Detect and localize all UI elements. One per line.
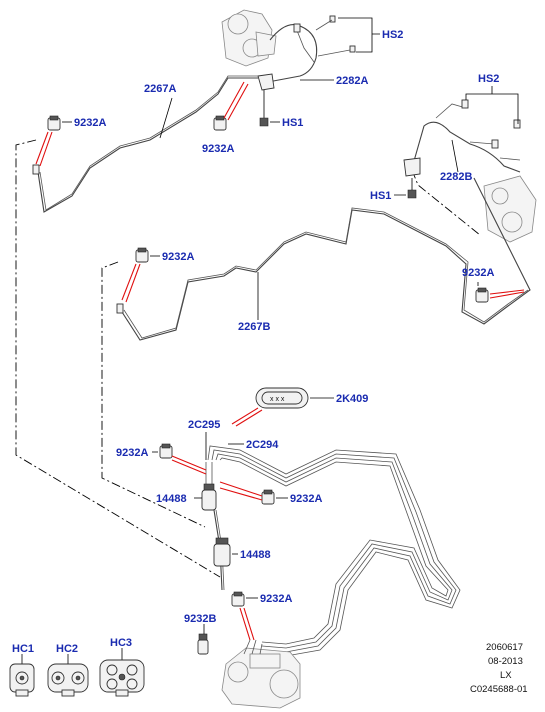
hose-bracket-right	[403, 157, 421, 177]
front-caliper-top	[221, 9, 277, 67]
pipe-2267a	[37, 77, 258, 213]
callout-2282b: 2282B	[440, 171, 472, 183]
callout-2k409: 2K409	[336, 393, 368, 405]
hose-2282a	[267, 24, 318, 83]
pipe-bundle-2c294	[207, 445, 461, 657]
callout-14488-1: 14488	[156, 493, 187, 505]
ref-line-1: 2060617	[486, 642, 523, 653]
clip-9232a-3	[135, 247, 149, 263]
clip-9232a-5	[159, 443, 173, 459]
union-14488-1	[201, 483, 217, 511]
callout-2c294: 2C294	[246, 439, 279, 451]
connector-hc1	[9, 663, 35, 697]
union-14488-2	[213, 537, 231, 567]
callout-9232a-3: 9232A	[162, 251, 194, 263]
callout-hs1-right: HS1	[370, 190, 391, 202]
callout-hs2-top: HS2	[382, 29, 403, 41]
callout-hs2-right: HS2	[478, 73, 499, 85]
callout-9232a-7: 9232A	[260, 593, 292, 605]
grommet-2k409: x x x	[255, 387, 309, 409]
hose-bracket-top	[257, 73, 275, 91]
clip-9232a-6	[261, 489, 275, 505]
routing-guide-left	[15, 139, 221, 578]
clip-9232a-7	[231, 591, 245, 607]
abs-hydraulic-control-unit	[221, 647, 301, 709]
svg-text:x x x: x x x	[270, 396, 285, 403]
clip-9232b	[197, 633, 209, 655]
clip-9232a-2	[213, 115, 227, 131]
callout-2267a: 2267A	[144, 83, 176, 95]
hose-2282b	[411, 121, 521, 173]
rear-caliper-right	[483, 175, 537, 243]
bolt-hs1-top	[259, 117, 269, 127]
callout-9232b: 9232B	[184, 613, 216, 625]
leader-hs2-top	[338, 17, 380, 53]
connector-hc2	[47, 663, 89, 697]
callout-9232a-2: 9232A	[202, 143, 234, 155]
callout-hs1-top: HS1	[282, 117, 303, 129]
routing-guide-middle	[101, 261, 206, 528]
pipe-2267b	[121, 177, 531, 341]
callout-hc3: HC3	[110, 637, 132, 649]
clip-9232a-4	[475, 287, 489, 303]
callout-9232a-5: 9232A	[116, 447, 148, 459]
callout-2282a: 2282A	[336, 75, 368, 87]
bolt-hs1-right	[407, 189, 417, 199]
callout-2267b: 2267B	[238, 321, 270, 333]
hose-clip	[293, 23, 301, 33]
callout-hc2: HC2	[56, 643, 78, 655]
callout-9232a-1: 9232A	[74, 117, 106, 129]
callout-9232a-6: 9232A	[290, 493, 322, 505]
callout-9232a-4: 9232A	[462, 267, 494, 279]
connector-hc3	[99, 659, 145, 697]
callout-14488-2: 14488	[240, 549, 271, 561]
callout-hc1: HC1	[12, 643, 34, 655]
ref-line-2: 08-2013	[488, 656, 523, 667]
ref-line-4: C0245688-01	[470, 684, 528, 695]
ref-line-3: LX	[500, 670, 512, 681]
clip-9232a-1	[47, 115, 61, 131]
callout-2c295: 2C295	[188, 419, 220, 431]
